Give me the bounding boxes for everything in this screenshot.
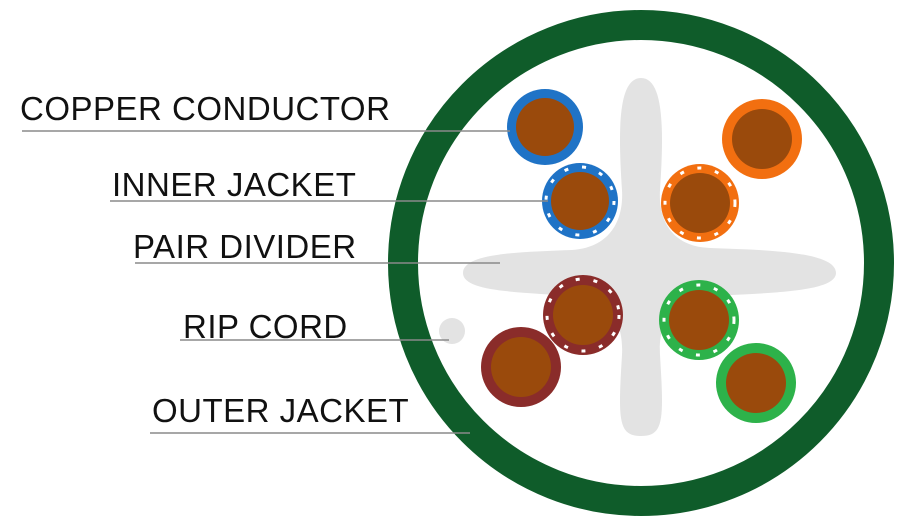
stripe-dashes [545,277,621,353]
copper-conductor [669,290,729,350]
copper-conductor [551,172,609,230]
label-rip-cord: RIP CORD [183,308,348,345]
copper-conductor [726,353,786,413]
copper-conductor [553,285,613,345]
label-inner-jacket: INNER JACKET [112,166,357,203]
copper-conductor [670,173,730,233]
label-outer-jacket: OUTER JACKET [152,392,410,429]
label-pair-divider: PAIR DIVIDER [133,228,357,265]
label-copper-conductor: COPPER CONDUCTOR [20,90,391,127]
green-pair [659,280,796,423]
rip-cord [439,318,465,344]
copper-conductor [491,337,551,397]
brown-pair [481,275,623,407]
stripe-dashes [663,166,737,240]
blue-pair [507,89,618,239]
pair-divider-shape [463,78,836,436]
copper-conductor [732,109,792,169]
orange-pair [661,99,802,242]
copper-conductor [516,98,574,156]
stripe-dashes [662,283,736,357]
stripe-dashes [544,165,616,237]
